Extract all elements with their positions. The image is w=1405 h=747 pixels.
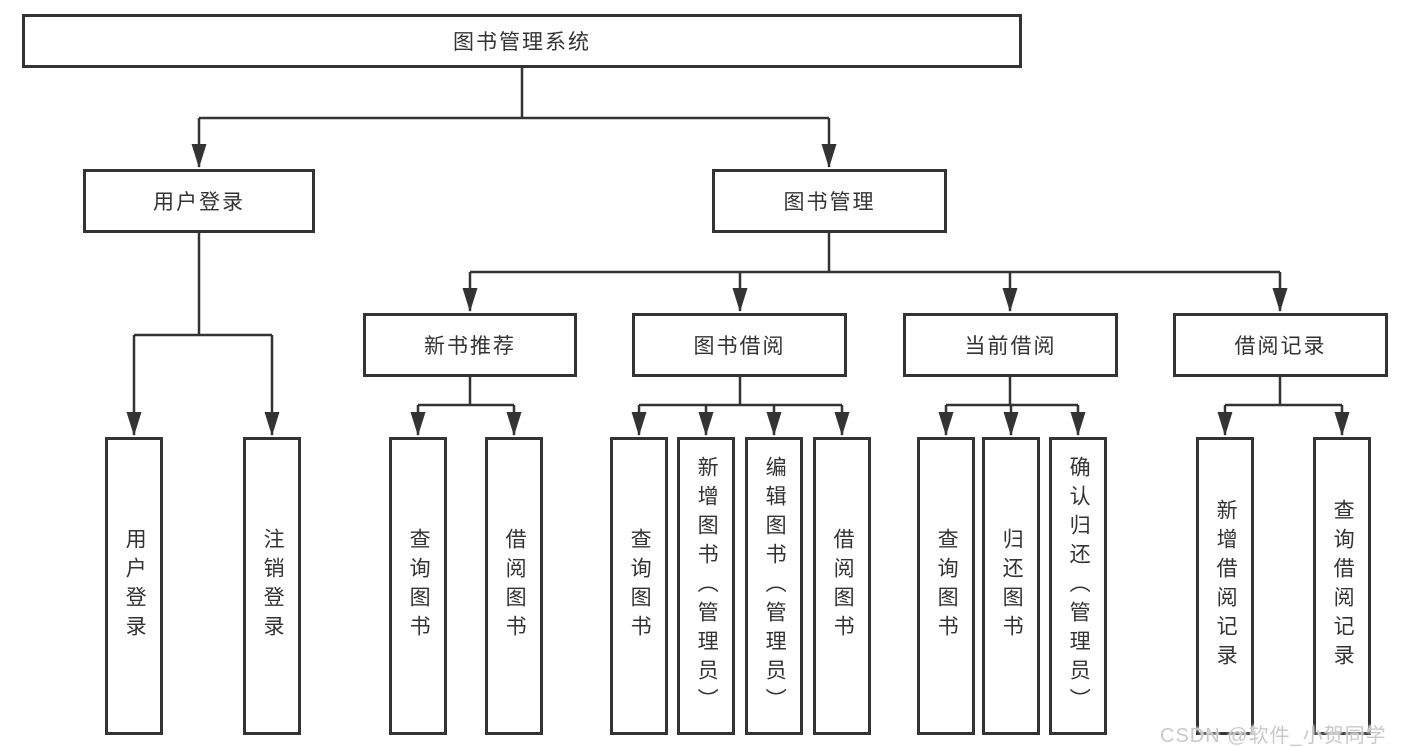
node-book-borrow: 图书借阅 xyxy=(632,313,847,377)
leaf-add-books-admin: 新增图书（管理员） xyxy=(677,437,735,735)
leaf-return-books: 归还图书 xyxy=(982,437,1040,735)
leaf-borrow-books-newbook: 借阅图书 xyxy=(485,437,543,735)
leaf-add-borrow-record: 新增借阅记录 xyxy=(1196,437,1254,735)
node-label: 查询图书 xyxy=(935,528,959,644)
leaf-query-books-newbook: 查询图书 xyxy=(389,437,447,735)
leaf-query-borrow-record: 查询借阅记录 xyxy=(1313,437,1371,735)
node-current-borrow: 当前借阅 xyxy=(903,313,1118,377)
node-label: 图书借阅 xyxy=(693,335,786,358)
node-user-login: 用户登录 xyxy=(83,169,315,233)
node-label: 新增图书（管理员） xyxy=(695,455,719,717)
leaf-confirm-return-admin: 确认归还（管理员） xyxy=(1049,437,1107,735)
node-label: 确认归还（管理员） xyxy=(1067,455,1091,717)
node-label: 当前借阅 xyxy=(964,335,1057,358)
leaf-user-login: 用户登录 xyxy=(105,437,163,735)
csdn-watermark: CSDN @软件_小贺同学 xyxy=(1160,725,1387,747)
node-label: 归还图书 xyxy=(1000,528,1024,644)
node-label: 查询借阅记录 xyxy=(1331,499,1355,673)
node-label: 查询图书 xyxy=(628,528,652,644)
node-label: 查询图书 xyxy=(407,528,431,644)
node-label: 编辑图书（管理员） xyxy=(763,455,787,717)
node-label: 图书管理系统 xyxy=(453,31,591,54)
leaf-borrow-books: 借阅图书 xyxy=(813,437,871,735)
node-borrow-records: 借阅记录 xyxy=(1173,313,1388,377)
leaf-logout: 注销登录 xyxy=(243,437,301,735)
node-book-management: 图书管理 xyxy=(712,169,947,233)
leaf-query-books-borrow: 查询图书 xyxy=(610,437,668,735)
node-library-management-system: 图书管理系统 xyxy=(22,14,1022,68)
node-label: 借阅图书 xyxy=(503,528,527,644)
node-new-book-recommend: 新书推荐 xyxy=(363,313,577,377)
node-label: 用户登录 xyxy=(153,191,245,214)
node-label: 借阅图书 xyxy=(831,528,855,644)
node-label: 新增借阅记录 xyxy=(1214,499,1238,673)
node-label: 用户登录 xyxy=(123,528,147,644)
leaf-edit-books-admin: 编辑图书（管理员） xyxy=(745,437,803,735)
node-label: 注销登录 xyxy=(261,528,285,644)
node-label: 借阅记录 xyxy=(1234,335,1327,358)
node-label: 图书管理 xyxy=(783,191,876,214)
node-label: 新书推荐 xyxy=(424,335,516,358)
leaf-query-books-current: 查询图书 xyxy=(917,437,975,735)
